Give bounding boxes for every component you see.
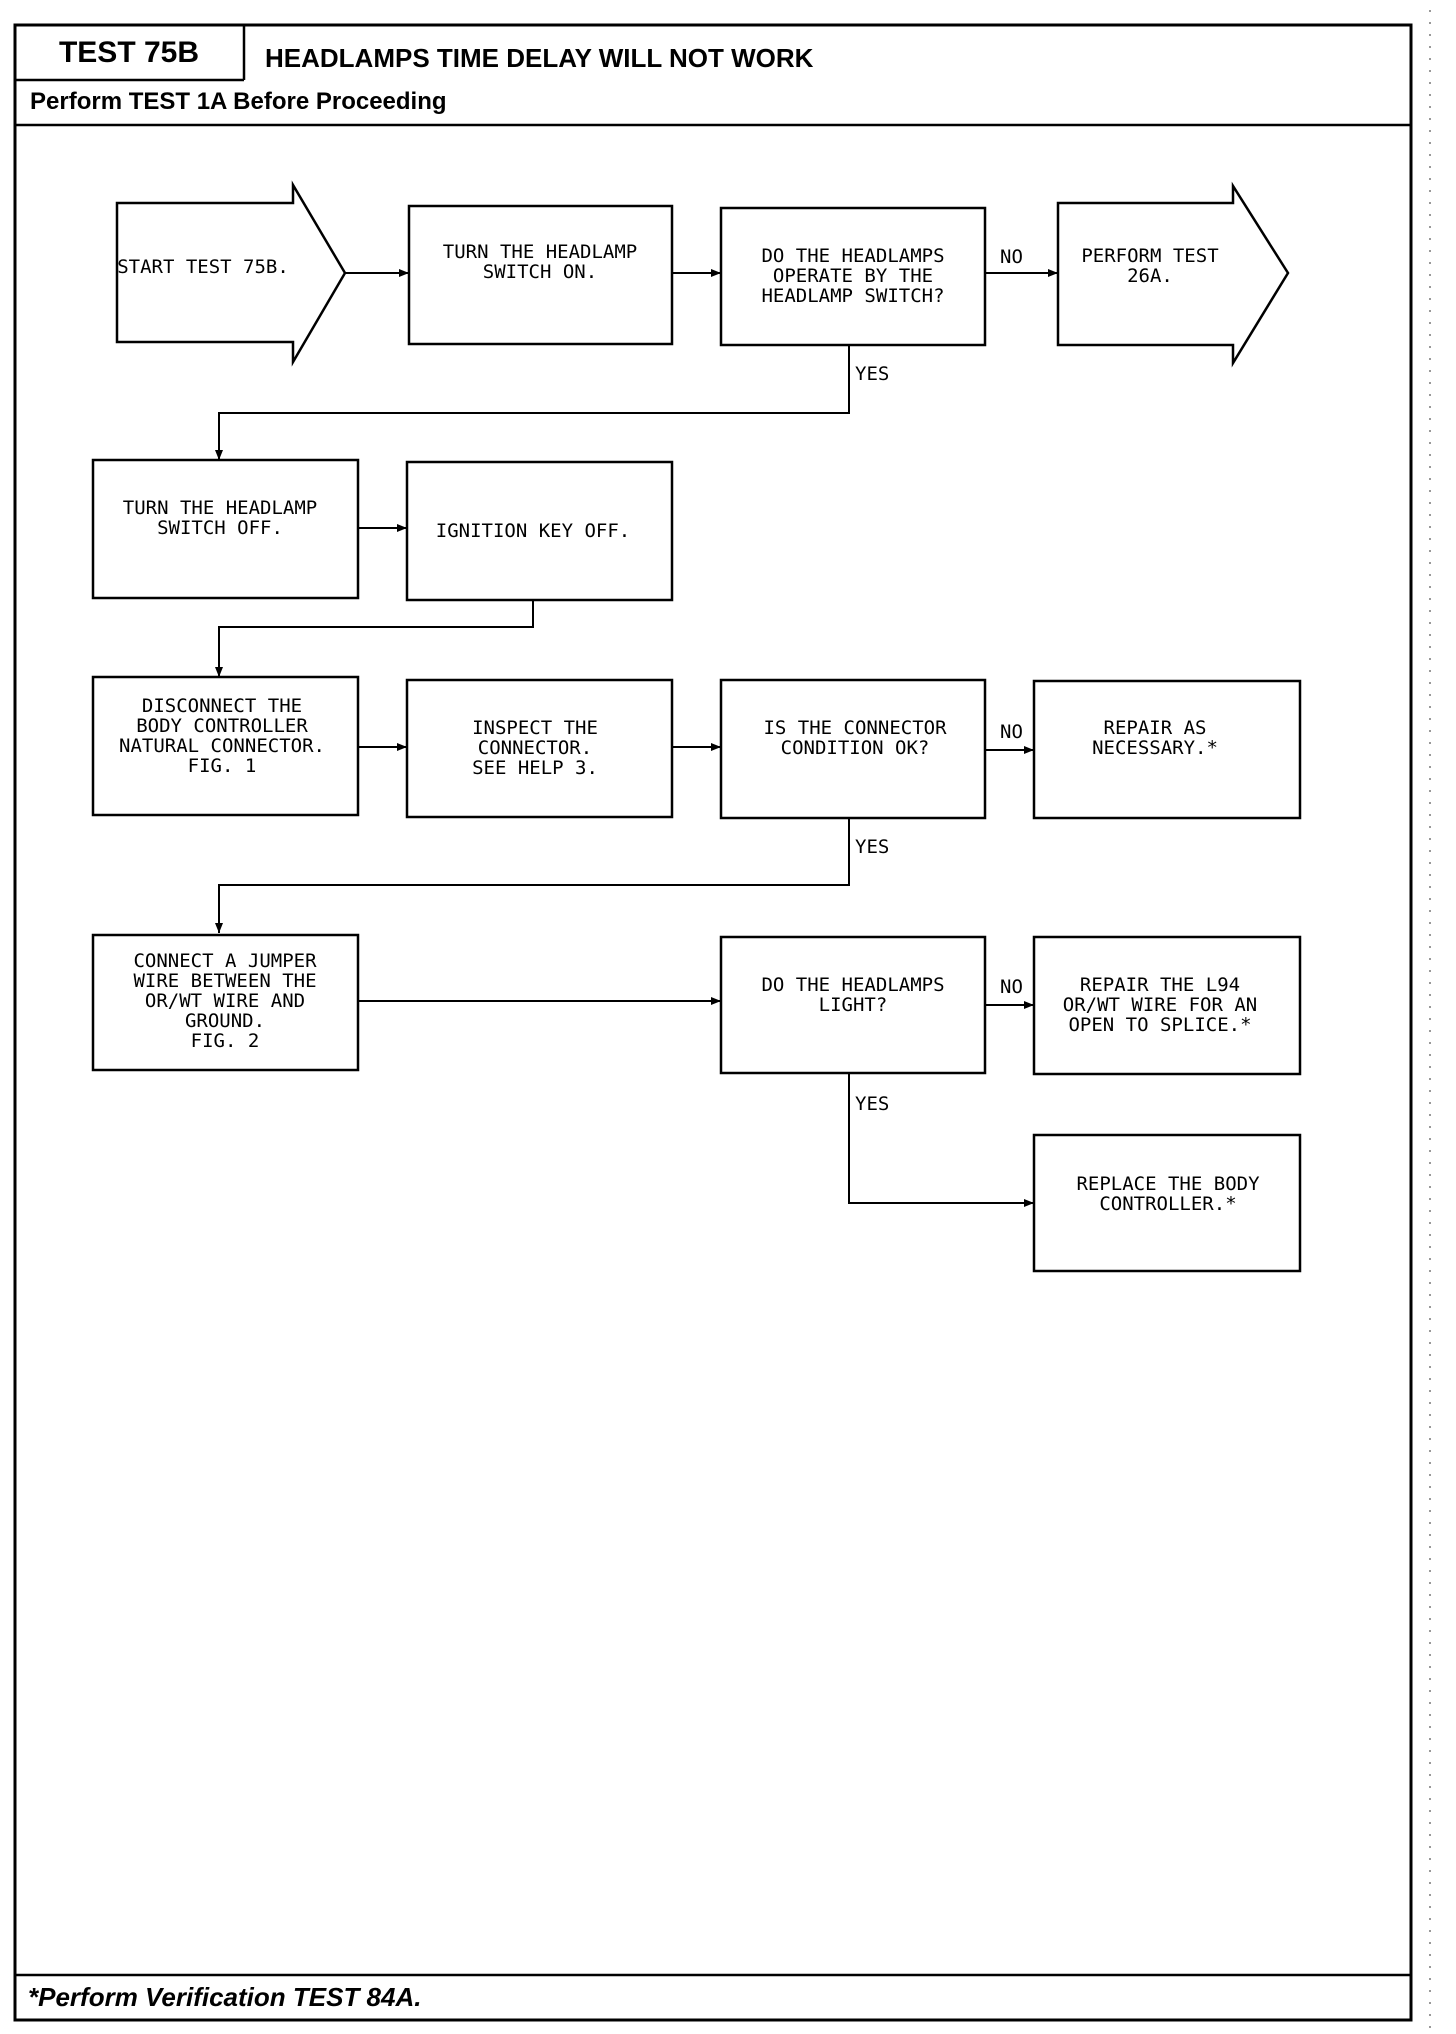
node-text-line: LIGHT? xyxy=(819,994,888,1016)
verification-note: *Perform Verification TEST 84A. xyxy=(28,1982,421,2012)
edge-yes-to-replace xyxy=(848,1073,1034,1207)
page-border xyxy=(13,23,1413,2022)
node-start: START TEST 75B. xyxy=(115,180,347,367)
switch-on-box xyxy=(407,204,674,346)
node-text-line: DISCONNECT THE xyxy=(142,695,302,717)
node-text-line: GROUND. xyxy=(185,1010,265,1032)
ignition-off-box xyxy=(405,460,674,602)
question-switch-operate-box xyxy=(719,206,987,347)
switch-off-box xyxy=(91,458,360,600)
node-text-line: OPERATE BY THE xyxy=(773,265,933,287)
question-connector-ok-box xyxy=(719,678,987,820)
label-yes-2: YES xyxy=(855,836,889,858)
edge-yes-to-switch-off xyxy=(215,345,850,460)
edge-yes-to-jumper xyxy=(215,818,850,933)
node-text-line: NECESSARY.* xyxy=(1092,737,1218,759)
node-text-line: FIG. 2 xyxy=(191,1030,260,1052)
node-text-line: OPEN TO SPLICE.* xyxy=(1068,1014,1251,1036)
node-text-line: DO THE HEADLAMPS xyxy=(761,974,944,996)
node-text-line: CONTROLLER.* xyxy=(1099,1193,1236,1215)
label-yes-3: YES xyxy=(855,1093,889,1115)
header: TEST 75B HEADLAMPS TIME DELAY WILL NOT W… xyxy=(15,25,1411,127)
node-text-line: OR/WT WIRE FOR AN xyxy=(1063,994,1257,1016)
node-text-line: TURN THE HEADLAMP xyxy=(123,497,317,519)
inspect-box xyxy=(405,678,674,819)
label-no-1: NO xyxy=(1000,246,1023,268)
repair-necessary-box xyxy=(1032,679,1302,820)
start-label: START TEST 75B. xyxy=(117,256,289,278)
node-text-line: REPAIR AS xyxy=(1104,717,1207,739)
node-text-line: CONNECT A JUMPER xyxy=(133,950,317,972)
replace-body-controller-box xyxy=(1032,1133,1302,1273)
test-id: TEST 75B xyxy=(59,36,199,69)
perform-26a-arrow-shape xyxy=(1056,181,1290,368)
jumper-box xyxy=(91,933,360,1072)
node-ignition-off: IGNITION KEY OFF. xyxy=(405,460,674,602)
ignition-off-label: IGNITION KEY OFF. xyxy=(436,520,630,542)
footer: *Perform Verification TEST 84A. xyxy=(15,1973,1411,2012)
edge-labels: NO YES NO YES NO YES xyxy=(855,246,1023,1115)
label-no-2: NO xyxy=(1000,721,1023,743)
node-text-line: IGNITION KEY OFF. xyxy=(436,520,630,542)
node-text-line: OR/WT WIRE AND xyxy=(145,990,305,1012)
prerequisite-note: Perform TEST 1A Before Proceeding xyxy=(30,88,447,115)
test-title: HEADLAMPS TIME DELAY WILL NOT WORK xyxy=(265,43,814,73)
node-text-line: IS THE CONNECTOR xyxy=(763,717,947,739)
node-text-line: HEADLAMP SWITCH? xyxy=(761,285,944,307)
label-no-3: NO xyxy=(1000,976,1023,998)
node-text-line: START TEST 75B. xyxy=(117,256,289,278)
node-text-line: SEE HELP 3. xyxy=(472,757,598,779)
node-text-line: WIRE BETWEEN THE xyxy=(133,970,316,992)
connectors xyxy=(215,269,1058,1207)
node-text-line: FIG. 1 xyxy=(188,755,257,777)
disconnect-box xyxy=(91,675,360,817)
node-text-line: PERFORM TEST xyxy=(1081,245,1218,267)
node-text-line: DO THE HEADLAMPS xyxy=(761,245,944,267)
edge-ignition-to-disconnect xyxy=(215,600,534,677)
node-text-line: BODY CONTROLLER xyxy=(136,715,308,737)
label-yes-1: YES xyxy=(855,363,889,385)
node-text-line: SWITCH ON. xyxy=(483,261,597,283)
start-arrow-shape xyxy=(115,180,347,367)
node-text-line: REPLACE THE BODY xyxy=(1076,1173,1260,1195)
node-text-line: TURN THE HEADLAMP xyxy=(443,241,637,263)
node-text-line: CONNECTOR. xyxy=(478,737,592,759)
node-text-line: NATURAL CONNECTOR. xyxy=(119,735,325,757)
node-text-line: 26A. xyxy=(1127,265,1173,287)
node-text-line: REPAIR THE L94 xyxy=(1080,974,1240,996)
question-headlamps-light-box xyxy=(719,935,987,1075)
repair-l94-box xyxy=(1032,935,1302,1076)
node-text-line: SWITCH OFF. xyxy=(157,517,283,539)
node-text-line: CONDITION OK? xyxy=(781,737,930,759)
node-text-line: INSPECT THE xyxy=(472,717,598,739)
